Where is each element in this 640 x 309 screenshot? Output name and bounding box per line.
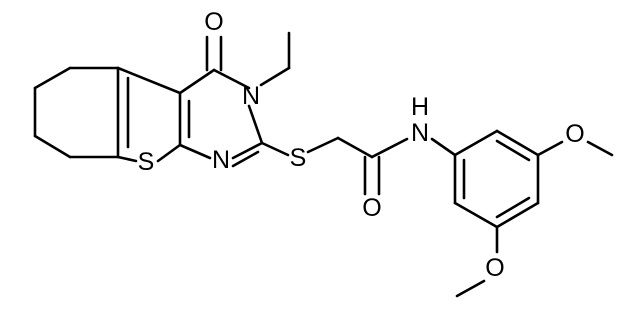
bond [116,66,182,95]
bond [231,150,260,168]
bond [586,140,614,157]
atom-label-o-carbonyl: O [204,8,223,36]
bond [178,68,216,95]
bonds [33,31,614,298]
bond [231,141,264,160]
bond [33,66,72,90]
bond [156,143,182,163]
bond [495,129,540,157]
bond [370,137,409,159]
atom-label-o-amide: O [362,194,381,222]
bond [536,140,564,157]
bond [495,139,531,162]
atom-label-o-methoxy-bottom: O [485,254,504,282]
bond [453,201,499,229]
bond [453,129,499,157]
bond [116,155,138,163]
atom-label-s-thioether: S [290,144,307,172]
bond [259,66,291,87]
atom-label-n-ethyl: N [242,82,260,110]
bond [33,134,72,159]
atom-label-n-amide: N [411,119,429,147]
bond [247,104,264,145]
bond [306,136,340,154]
bond [495,196,531,219]
atom-label-n-ring: N [212,146,230,174]
bond [178,143,212,160]
bond [430,137,457,157]
bond [260,141,290,157]
bond [455,279,486,298]
bond [495,201,540,229]
atom-label-o-methoxy-top: O [565,120,584,148]
bond [336,136,374,159]
bond [212,68,251,90]
atom-labels: O N N S S H N O O O [138,8,585,282]
atom-label-s-thiophene: S [138,148,155,176]
atom-label-h-amide: H [411,93,429,121]
